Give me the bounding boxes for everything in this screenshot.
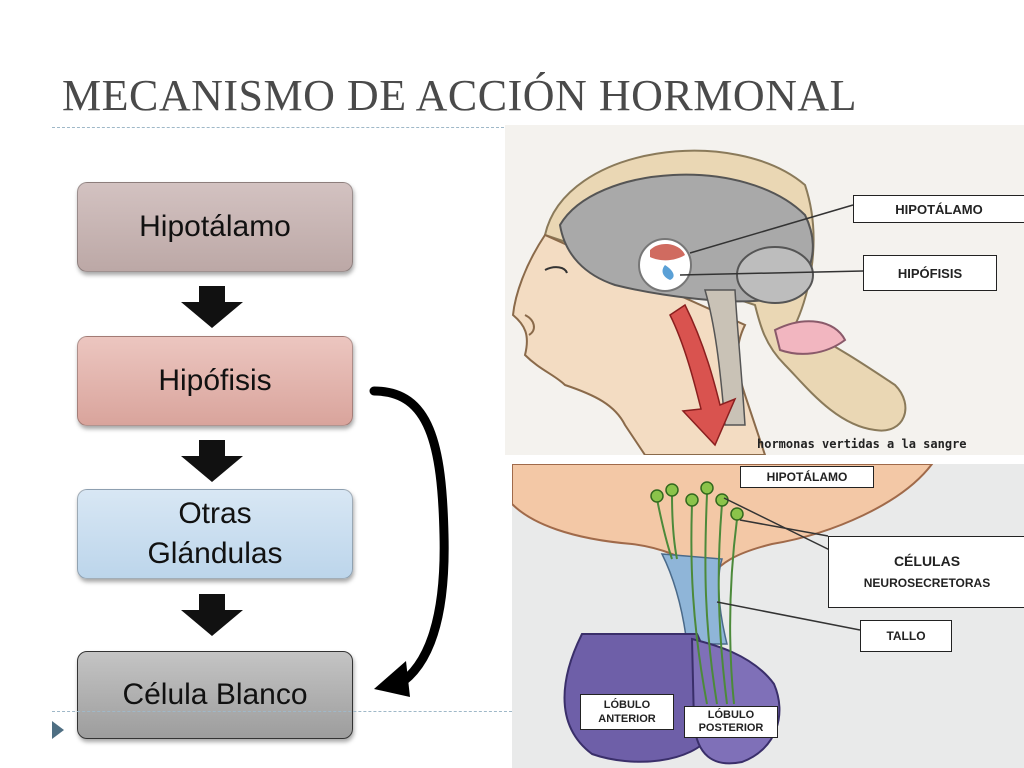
label-hypothalamus: HIPOTÁLAMO [853, 195, 1024, 223]
label-cells-line1: CÉLULAS [893, 553, 961, 569]
label-pituitary: HIPÓFISIS [863, 255, 997, 291]
flow-label-glands-line1: Otras [178, 497, 252, 530]
label-neurosecretory-cells: CÉLULAS NEUROSECRETORAS [828, 536, 1024, 608]
footer-divider [52, 711, 512, 712]
label-stalk: TALLO [860, 620, 952, 652]
label-posterior-lobe: LÓBULO POSTERIOR [684, 706, 778, 738]
down-arrow-icon [181, 286, 243, 328]
flow-label-target-cell: Célula Blanco [122, 678, 308, 711]
head-illustration: HIPOTÁLAMO HIPÓFISIS hormonas vertidas a… [505, 125, 1024, 455]
slide-bullet-icon [52, 721, 64, 739]
label-anterior-line1: LÓBULO [603, 699, 651, 711]
title-divider [52, 127, 504, 128]
label-cells-line2: NEUROSECRETORAS [863, 576, 991, 590]
label-anterior-line2: ANTERIOR [598, 713, 656, 725]
label-posterior-line1: LÓBULO [707, 709, 755, 721]
down-arrow-icon [181, 440, 243, 482]
slide-title: MECANISMO DE ACCIÓN HORMONAL [62, 71, 858, 120]
label-anterior-lobe: LÓBULO ANTERIOR [580, 694, 674, 730]
curved-arrow-icon [369, 386, 449, 697]
caption-hormones-in-blood: hormonas vertidas a la sangre [757, 437, 967, 451]
flow-label-pituitary: Hipófisis [158, 364, 272, 397]
pituitary-illustration: HIPOTÁLAMO CÉLULAS NEUROSECRETORAS TALLO… [512, 464, 1024, 768]
flow-box-target-cell: Célula Blanco [77, 651, 353, 739]
flow-label-glands-line2: Glándulas [147, 537, 283, 570]
label-hypothalamus-2: HIPOTÁLAMO [740, 466, 874, 488]
flow-box-hypothalamus: Hipotálamo [77, 182, 353, 272]
flow-box-pituitary: Hipófisis [77, 336, 353, 426]
down-arrow-icon [181, 594, 243, 636]
label-posterior-line2: POSTERIOR [698, 722, 764, 734]
flow-box-other-glands: Otras Glándulas [77, 489, 353, 579]
head-drawing [511, 149, 907, 455]
flow-label-hypothalamus: Hipotálamo [139, 210, 291, 243]
